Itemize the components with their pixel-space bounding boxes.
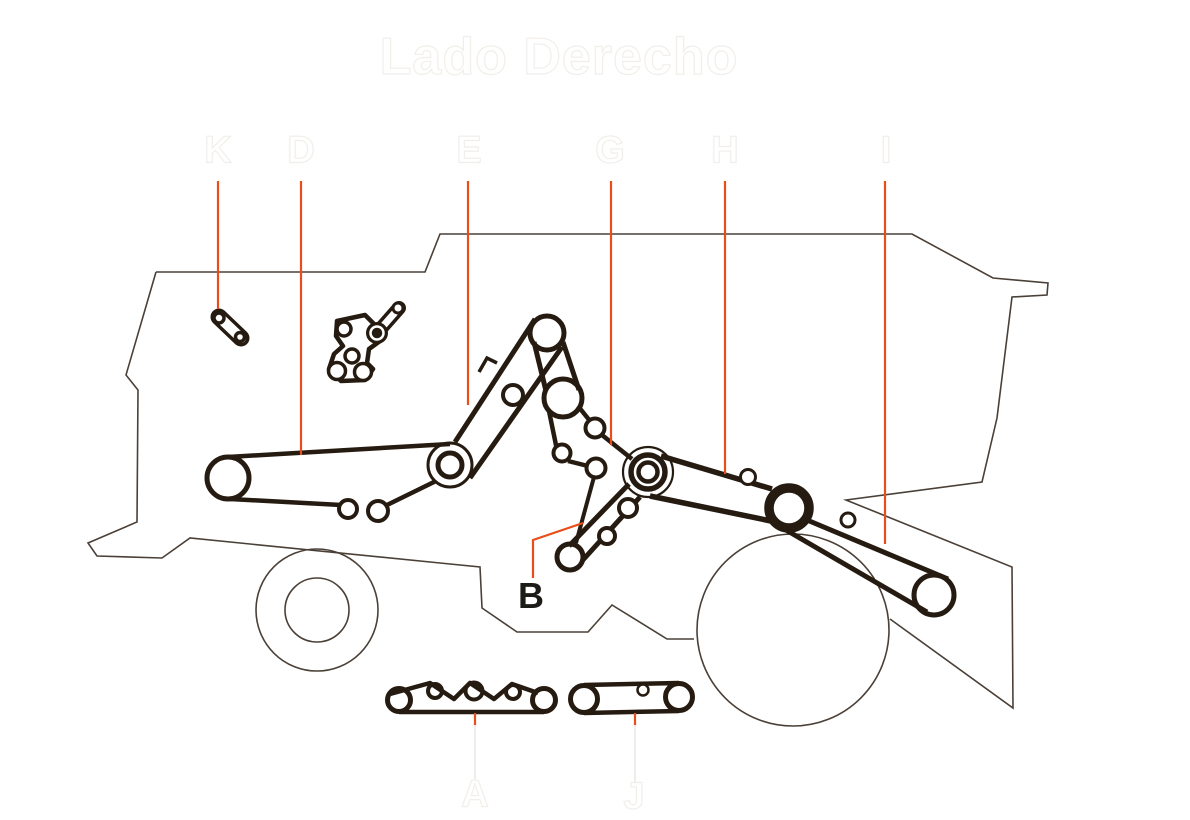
callout-a: A <box>461 773 490 816</box>
leader-line-b <box>531 521 584 578</box>
callout-h: H <box>711 129 740 172</box>
front-wheel <box>696 533 890 727</box>
belt-serpentine-b <box>541 376 675 573</box>
callout-j: J <box>623 775 645 818</box>
belt-arm-h <box>649 453 857 533</box>
belt-i <box>784 517 957 618</box>
belt-e <box>452 313 582 480</box>
callout-e: E <box>456 129 483 172</box>
callout-i: I <box>880 129 892 172</box>
rear-wheel <box>255 548 379 672</box>
part-pin-k <box>210 308 250 347</box>
belt-d <box>204 441 474 523</box>
callout-k: K <box>204 129 233 172</box>
callout-d: D <box>287 129 316 172</box>
machine-outline <box>86 233 1049 710</box>
page-title: Lado Derecho <box>379 27 739 86</box>
callout-g: G <box>595 129 626 172</box>
belt-j <box>568 680 695 716</box>
leader-lines <box>216 181 887 784</box>
part-bracket <box>326 301 406 384</box>
callout-b: B <box>518 575 544 616</box>
belt-a <box>385 680 558 715</box>
